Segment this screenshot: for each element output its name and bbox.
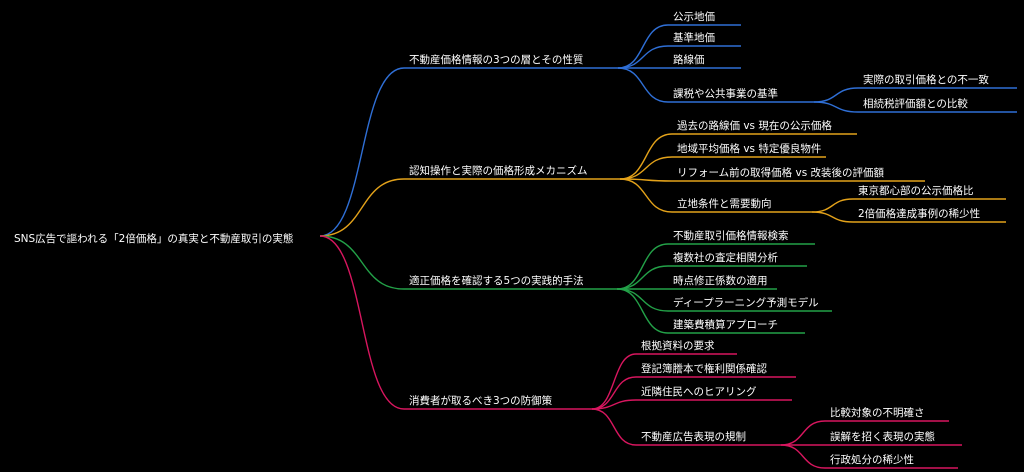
subtopic-node-label: リフォーム前の取得価格 vs 改装後の評価額 bbox=[677, 166, 885, 179]
subtopic-node-label: 公示地価 bbox=[673, 10, 715, 23]
leaf-connector bbox=[813, 87, 859, 103]
subtopic-connector bbox=[616, 288, 669, 312]
subtopic-node-label: 不動産広告表現の規制 bbox=[641, 430, 746, 443]
subtopic-node-label: 複数社の査定相関分析 bbox=[673, 251, 778, 264]
branch-connector bbox=[319, 235, 405, 410]
subtopic-connector bbox=[616, 265, 669, 290]
subtopic-connector bbox=[616, 288, 669, 334]
branch-connector bbox=[319, 178, 405, 237]
leaf-connector bbox=[813, 101, 859, 113]
leaf-node-label: 2倍価格達成事例の稀少性 bbox=[858, 207, 980, 220]
subtopic-connector bbox=[619, 133, 673, 180]
subtopic-connector bbox=[619, 178, 673, 213]
leaf-node-label: 比較対象の不明確さ bbox=[830, 406, 925, 419]
subtopic-node-label: 不動産取引価格情報検索 bbox=[673, 229, 789, 242]
branch-node-label: 消費者が取るべき3つの防御策 bbox=[409, 394, 553, 407]
subtopic-node-label: 立地条件と需要動向 bbox=[677, 197, 772, 210]
branch-node-label: 適正価格を確認する5つの実践的手法 bbox=[409, 274, 584, 287]
branch-node-label: 不動産価格情報の3つの層とその性質 bbox=[409, 53, 583, 66]
subtopic-node-label: 登記簿謄本で権利関係確認 bbox=[641, 362, 767, 375]
branch-connector bbox=[319, 67, 405, 237]
leaf-connector bbox=[780, 420, 826, 446]
subtopic-node-label: 路線価 bbox=[673, 53, 705, 66]
leaf-node-label: 誤解を招く表現の実態 bbox=[830, 430, 935, 443]
leaf-node-label: 東京都心部の公示価格比 bbox=[858, 184, 974, 197]
subtopic-node-label: 過去の路線価 vs 現在の公示価格 bbox=[677, 119, 832, 132]
subtopic-connector bbox=[619, 156, 673, 180]
subtopic-node-label: 基準地価 bbox=[673, 31, 715, 44]
subtopic-connector bbox=[616, 243, 669, 290]
subtopic-connector bbox=[591, 353, 637, 410]
leaf-connector bbox=[811, 198, 854, 213]
subtopic-connector bbox=[591, 399, 637, 410]
leaf-connector bbox=[780, 444, 826, 469]
subtopic-node-label: 根拠資料の要求 bbox=[641, 339, 715, 352]
subtopic-node-label: 地域平均価格 vs 特定優良物件 bbox=[677, 142, 821, 155]
subtopic-connector bbox=[617, 45, 669, 69]
root-node-label: SNS広告で謳われる「2倍価格」の真実と不動産取引の実態 bbox=[14, 232, 293, 245]
subtopic-node-label: ディープラーニング予測モデル bbox=[673, 296, 819, 309]
subtopic-connector bbox=[591, 408, 637, 446]
subtopic-node-label: 課税や公共事業の基準 bbox=[673, 87, 778, 100]
leaf-node-label: 実際の取引価格との不一致 bbox=[863, 73, 989, 86]
subtopic-node-label: 近隣住民へのヒアリング bbox=[641, 385, 757, 398]
leaf-connector bbox=[811, 211, 854, 223]
leaf-node-label: 相続税評価額との比較 bbox=[863, 97, 968, 110]
subtopic-connector bbox=[617, 67, 669, 103]
branch-node-label: 認知操作と実際の価格形成メカニズム bbox=[409, 164, 588, 177]
branch-connector bbox=[319, 235, 405, 290]
subtopic-node-label: 建築費積算アプローチ bbox=[673, 318, 778, 331]
leaf-node-label: 行政処分の稀少性 bbox=[830, 453, 914, 466]
subtopic-node-label: 時点修正係数の適用 bbox=[673, 274, 768, 287]
